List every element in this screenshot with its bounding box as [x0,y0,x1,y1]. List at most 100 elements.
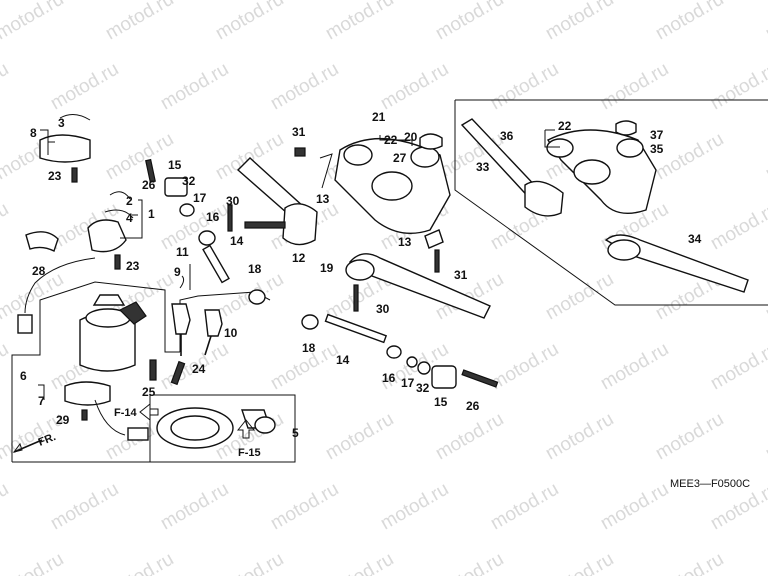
watermark-text: motod.ru [377,59,452,115]
callout-23a: 23 [48,169,62,183]
watermark-text: motod.ru [157,479,232,535]
leader-lines [38,129,560,400]
diagram-code: MEE3—F0500C [670,478,750,490]
callout-15a: 15 [168,158,182,172]
ref-f15: F-15 [238,447,261,459]
callout-37: 37 [650,128,664,142]
callout-2: 2 [126,194,133,208]
watermark-text: motod.ru [267,59,342,115]
callout-31b: 31 [454,268,468,282]
callout-9: 9 [174,265,181,279]
immobilizer-unit [64,381,149,441]
watermark-text: motod.ru [707,199,768,255]
callout-36: 36 [500,129,514,143]
handlebar-assembly [460,118,749,293]
watermark-text: motod.ru [0,59,12,115]
watermark-text: motod.ru [322,549,397,576]
watermark-text: motod.ru [47,479,122,535]
callout-22b: 22 [558,119,572,133]
watermark-text: motod.ru [542,269,617,325]
callout-18b: 18 [302,341,316,355]
watermark-text: motod.ru [0,339,12,395]
watermark-text: motod.ru [597,59,672,115]
watermark-text: motod.ru [707,339,768,395]
watermark-text: motod.ru [597,339,672,395]
watermark-text: motod.ru [157,199,232,255]
callout-31a: 31 [292,125,306,139]
watermark-text: motod.ru [0,0,67,44]
watermark-text: motod.ru [487,339,562,395]
callout-16b: 16 [382,371,396,385]
watermark-text: motod.ru [542,409,617,465]
callout-18a: 18 [248,262,262,276]
watermark-text: motod.ru [487,59,562,115]
watermark-text: motod.ru [377,479,452,535]
watermark-text: motod.ru [542,549,617,576]
callout-26a: 26 [142,178,156,192]
watermark-text: motod.ru [157,59,232,115]
watermark-text: motod.ru [762,0,768,44]
watermark-text: motod.ru [102,129,177,185]
switch-assembly [17,191,134,334]
callout-21: 21 [372,110,386,124]
callout-25: 25 [142,385,156,399]
callout-13b: 13 [398,235,412,249]
callout-35: 35 [650,142,664,156]
keys [171,275,223,356]
callout-numbers: 8 3 23 2 1 4 28 23 15 32 26 17 30 16 14 … [20,110,702,440]
callout-24: 24 [192,362,206,376]
callout-11: 11 [176,245,189,259]
callout-12: 12 [292,251,306,265]
callout-13a: 13 [316,192,330,206]
callout-19: 19 [320,261,334,275]
watermark-text: motod.ru [762,549,768,576]
callout-10: 10 [224,326,238,340]
watermark-text: motod.ru [652,409,727,465]
callout-14a: 14 [230,234,244,248]
callout-7: 7 [38,394,45,408]
callout-17b: 17 [401,376,415,390]
watermark-text: motod.ru [0,479,12,535]
callout-34: 34 [688,232,702,246]
watermark-text: motod.ru [0,549,67,576]
callout-26b: 26 [466,399,480,413]
callout-16a: 16 [206,210,220,224]
watermark-text: motod.ru [597,479,672,535]
callout-23b: 23 [126,259,140,273]
callout-4: 4 [126,211,133,225]
watermark-text: motod.ru [762,129,768,185]
callout-1: 1 [148,207,155,221]
watermark-text: motod.ru [102,0,177,44]
callout-15b: 15 [434,395,448,409]
watermark-text: motod.ru [487,479,562,535]
watermark-text: motod.ru [652,0,727,44]
ignition-switch [79,294,157,381]
watermark-text: motod.ru [762,409,768,465]
watermark-text: motod.ru [432,549,507,576]
callout-28: 28 [32,264,46,278]
watermark-text: motod.ru [432,409,507,465]
callout-30a: 30 [226,194,240,208]
watermark-text: motod.ru [322,0,397,44]
watermark-text: motod.ru [102,549,177,576]
left-clip-on-handlebar [145,157,318,305]
callout-32a: 32 [182,174,196,188]
callout-14b: 14 [336,353,350,367]
callout-22a: 22 [384,133,398,147]
callout-32b: 32 [416,381,430,395]
ref-f14: F-14 [114,407,138,419]
callout-8: 8 [30,126,37,140]
watermark-text: motod.ru [212,0,287,44]
watermark-text: motod.ru [432,0,507,44]
callout-27: 27 [393,151,407,165]
clip-28 [25,231,59,252]
callout-3: 3 [58,116,65,130]
watermark-text: motod.ru [212,549,287,576]
watermark-text: motod.ru [707,59,768,115]
watermark-text: motod.ru [652,549,727,576]
watermark-text: motod.ru [267,479,342,535]
watermark-text: motod.ru [542,0,617,44]
callout-33: 33 [476,160,490,174]
